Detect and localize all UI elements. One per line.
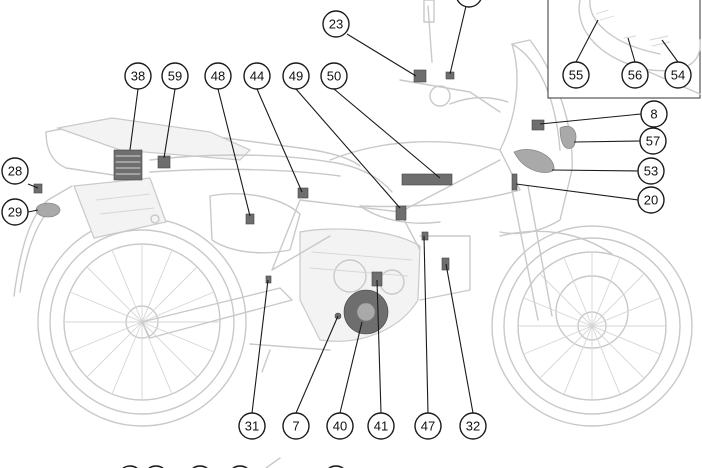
callout-partial-top bbox=[456, 0, 482, 8]
callout-20-label: 20 bbox=[644, 193, 658, 208]
callout-57-label: 57 bbox=[646, 134, 660, 149]
callout-38-label: 38 bbox=[131, 69, 145, 84]
callout-56: 56 bbox=[621, 61, 649, 89]
callout-23: 23 bbox=[322, 10, 350, 38]
callout-8: 8 bbox=[640, 100, 668, 128]
callout-28: 28 bbox=[1, 157, 29, 185]
fairing-label-upper-part bbox=[531, 119, 545, 131]
callout-54-label: 54 bbox=[671, 68, 685, 83]
leader-lines bbox=[27, 5, 679, 414]
callout-47-label: 47 bbox=[421, 419, 435, 434]
callout-49: 49 bbox=[282, 62, 310, 90]
callout-40-label: 40 bbox=[333, 419, 347, 434]
callout-7: 7 bbox=[282, 412, 310, 440]
callout-55-label: 55 bbox=[569, 68, 583, 83]
callout-44: 44 bbox=[243, 62, 271, 90]
callout-59: 59 bbox=[161, 62, 189, 90]
callout-row-partial-bottom bbox=[122, 457, 344, 468]
callout-56-label: 56 bbox=[628, 68, 642, 83]
radiator-label-part bbox=[421, 231, 429, 241]
fork-label-part bbox=[441, 257, 450, 271]
highlighted-parts bbox=[33, 69, 577, 335]
callout-20: 20 bbox=[637, 186, 665, 214]
front-wheel bbox=[491, 225, 693, 427]
callout-28-label: 28 bbox=[8, 164, 22, 179]
fairing-label-lower-part bbox=[511, 173, 518, 191]
callout-53: 53 bbox=[637, 157, 665, 185]
callout-8-label: 8 bbox=[650, 107, 657, 122]
tank-decal-part bbox=[401, 173, 453, 186]
callout-7-label: 7 bbox=[292, 419, 299, 434]
callout-47: 47 bbox=[414, 412, 442, 440]
swingarm-pivot-label-part bbox=[265, 275, 272, 284]
tail-light-label-part bbox=[33, 183, 43, 194]
callout-29: 29 bbox=[1, 198, 29, 226]
callout-57: 57 bbox=[639, 127, 667, 155]
callout-48-label: 48 bbox=[211, 69, 225, 84]
callout-41: 41 bbox=[367, 412, 395, 440]
callout-38: 38 bbox=[124, 62, 152, 90]
callout-53-label: 53 bbox=[644, 164, 658, 179]
callout-50-label: 50 bbox=[327, 69, 341, 84]
callout-31-label: 31 bbox=[245, 419, 259, 434]
callout-54: 54 bbox=[664, 61, 692, 89]
handlebar-switch-part bbox=[413, 69, 427, 83]
callout-29-label: 29 bbox=[8, 205, 22, 220]
callout-50: 50 bbox=[320, 62, 348, 90]
rectifier-part bbox=[113, 149, 143, 181]
callout-23-label: 23 bbox=[329, 17, 343, 32]
callout-44-label: 44 bbox=[250, 69, 264, 84]
seat-side-label-part bbox=[297, 187, 309, 199]
callout-59-label: 59 bbox=[168, 69, 182, 84]
fairing-panel-decal-part bbox=[513, 149, 555, 173]
tail-reflector-part bbox=[35, 202, 61, 218]
callout-48: 48 bbox=[204, 62, 232, 90]
motorcycle-outline bbox=[13, 0, 693, 427]
callout-31: 31 bbox=[238, 412, 266, 440]
fairing-sticker-part bbox=[559, 126, 577, 149]
callout-55: 55 bbox=[562, 61, 590, 89]
callout-41-label: 41 bbox=[374, 419, 388, 434]
callout-32-label: 32 bbox=[466, 419, 480, 434]
callout-32: 32 bbox=[459, 412, 487, 440]
callout-40: 40 bbox=[326, 412, 354, 440]
frame-junction-label-part bbox=[395, 205, 407, 221]
callout-49-label: 49 bbox=[289, 69, 303, 84]
